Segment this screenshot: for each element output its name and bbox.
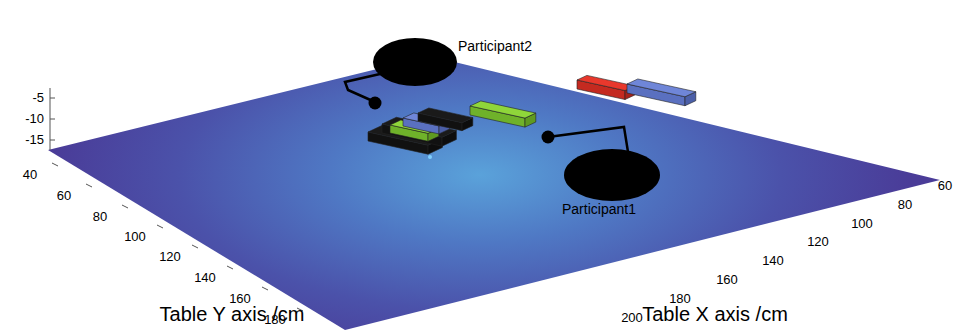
x-tick-label: 120	[807, 235, 829, 249]
y-tick-label: 40	[23, 168, 37, 182]
x-tick-label: 100	[851, 217, 873, 231]
tick	[192, 245, 198, 248]
x-tick-label: 140	[762, 254, 784, 268]
y-tick-label: 80	[93, 210, 107, 224]
z-tick-label: -10	[25, 112, 44, 126]
tick	[52, 163, 58, 166]
participant-2	[345, 38, 457, 110]
participant-label: Participant2	[458, 39, 532, 54]
tick	[86, 184, 92, 187]
y-tick-label: 60	[57, 189, 71, 203]
y-tick-label: 100	[124, 230, 146, 244]
z-tick-label: -5	[32, 91, 44, 105]
y-tick-label: 140	[194, 271, 216, 285]
z-axis	[50, 88, 55, 150]
x-tick-label: 60	[938, 179, 952, 193]
axis-title: Table Y axis /cm	[160, 303, 305, 325]
tick	[157, 225, 163, 228]
z-tick-label: -15	[25, 133, 44, 147]
y-tick-label: 120	[159, 250, 181, 264]
tick	[262, 287, 268, 290]
axis-ticks	[52, 163, 303, 311]
axis-title: Table X axis /cm	[642, 303, 788, 325]
tick	[227, 266, 233, 269]
table-surface	[48, 56, 940, 330]
participant-1	[542, 127, 661, 201]
x-tick-label: 160	[716, 273, 738, 287]
participant-label: Participant1	[562, 202, 636, 217]
blocks	[368, 75, 696, 154]
x-tick-label: 80	[898, 198, 912, 212]
marker-dot	[428, 155, 432, 159]
tick	[122, 205, 128, 208]
x-tick-label: 200	[621, 311, 643, 325]
